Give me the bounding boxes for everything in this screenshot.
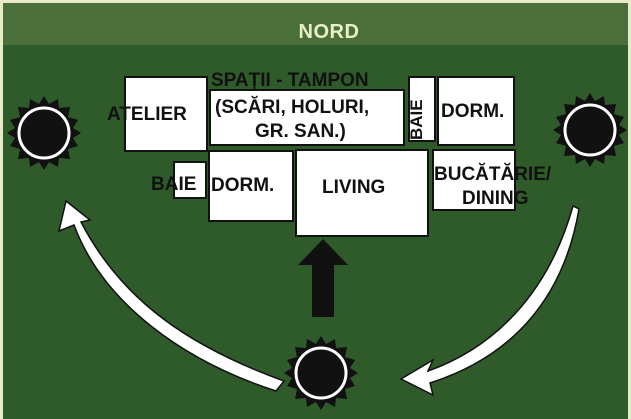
label-buffer-line1: (SCĂRI, HOLURI, <box>215 97 370 118</box>
room-bath-top <box>408 76 436 142</box>
label-bath-top: BAIE <box>407 99 426 140</box>
room-buffer-spaces <box>209 89 405 146</box>
label-living: LIVING <box>322 177 386 198</box>
label-kitchen-line1: BUCĂTĂRIE/ <box>434 164 552 185</box>
label-bath-bottom: BAIE <box>151 174 197 195</box>
curved-arrow-icon <box>399 204 580 397</box>
sun-icon <box>551 91 628 169</box>
label-buffer-line2: GR. SAN.) <box>255 121 346 142</box>
room-kitchen-dining <box>432 149 516 211</box>
label-bedroom-top: DORM. <box>441 101 505 122</box>
north-label: NORD <box>298 21 360 43</box>
diagram-frame: NORD ATELIER SPAȚII - TAMPON (SCĂRI, HOL… <box>3 3 628 419</box>
room-bath-bottom <box>173 161 207 199</box>
curved-arrow-icon <box>57 199 286 392</box>
sun-icon <box>5 94 83 172</box>
up-arrow-icon <box>298 239 348 317</box>
north-band <box>3 3 628 45</box>
sun-icon <box>282 334 360 412</box>
room-living <box>295 149 429 237</box>
label-bedroom-bottom: DORM. <box>211 175 275 196</box>
diagram-graphics <box>5 91 628 412</box>
room-atelier <box>124 76 208 152</box>
label-kitchen-line2: DINING <box>462 188 529 209</box>
room-bedroom-bottom <box>208 150 294 222</box>
label-atelier: ATELIER <box>107 104 187 125</box>
room-bedroom-top <box>437 76 515 146</box>
label-buffer-title: SPAȚII - TAMPON <box>211 70 369 91</box>
